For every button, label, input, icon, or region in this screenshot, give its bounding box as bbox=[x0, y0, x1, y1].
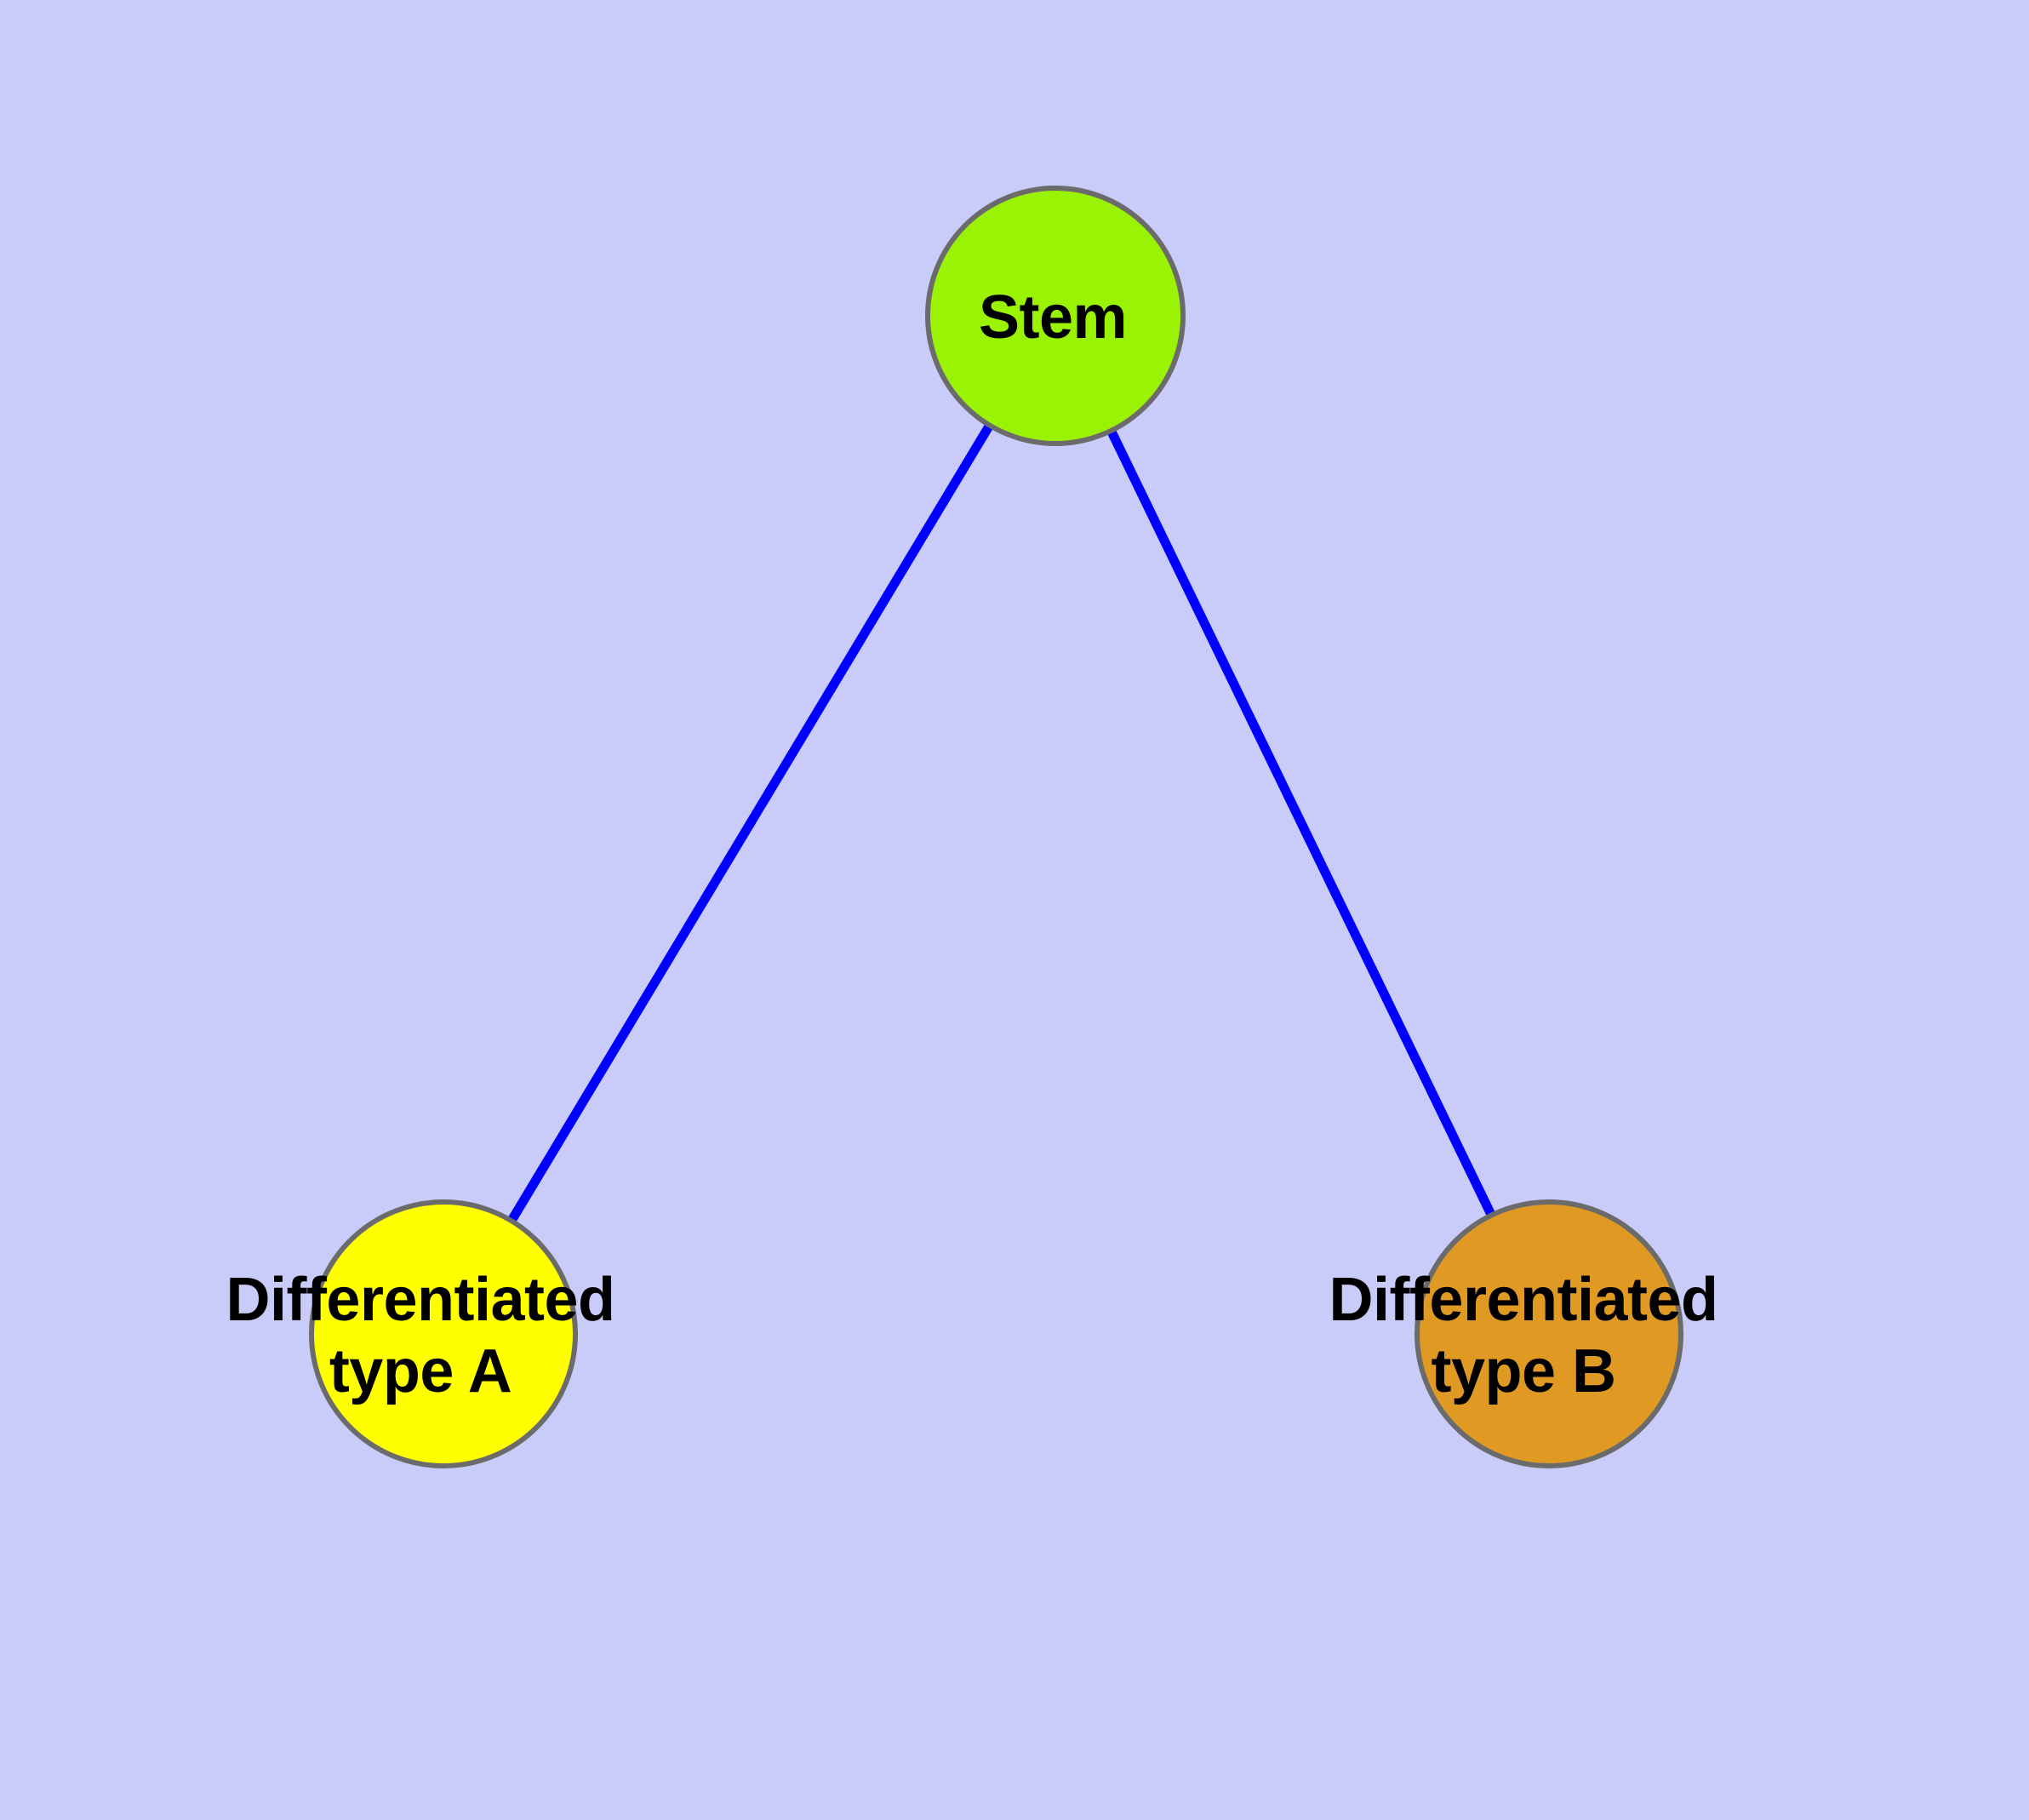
node-layer bbox=[309, 186, 1683, 1468]
node-circle-diff-b[interactable] bbox=[1415, 1199, 1683, 1468]
edge-layer bbox=[439, 313, 1553, 1336]
edge-stem-to-diff-b bbox=[1051, 313, 1553, 1336]
edge-stem-to-diff-a bbox=[439, 313, 1060, 1336]
node-circle-diff-a[interactable] bbox=[309, 1199, 578, 1468]
node-circle-stem[interactable] bbox=[925, 186, 1186, 446]
